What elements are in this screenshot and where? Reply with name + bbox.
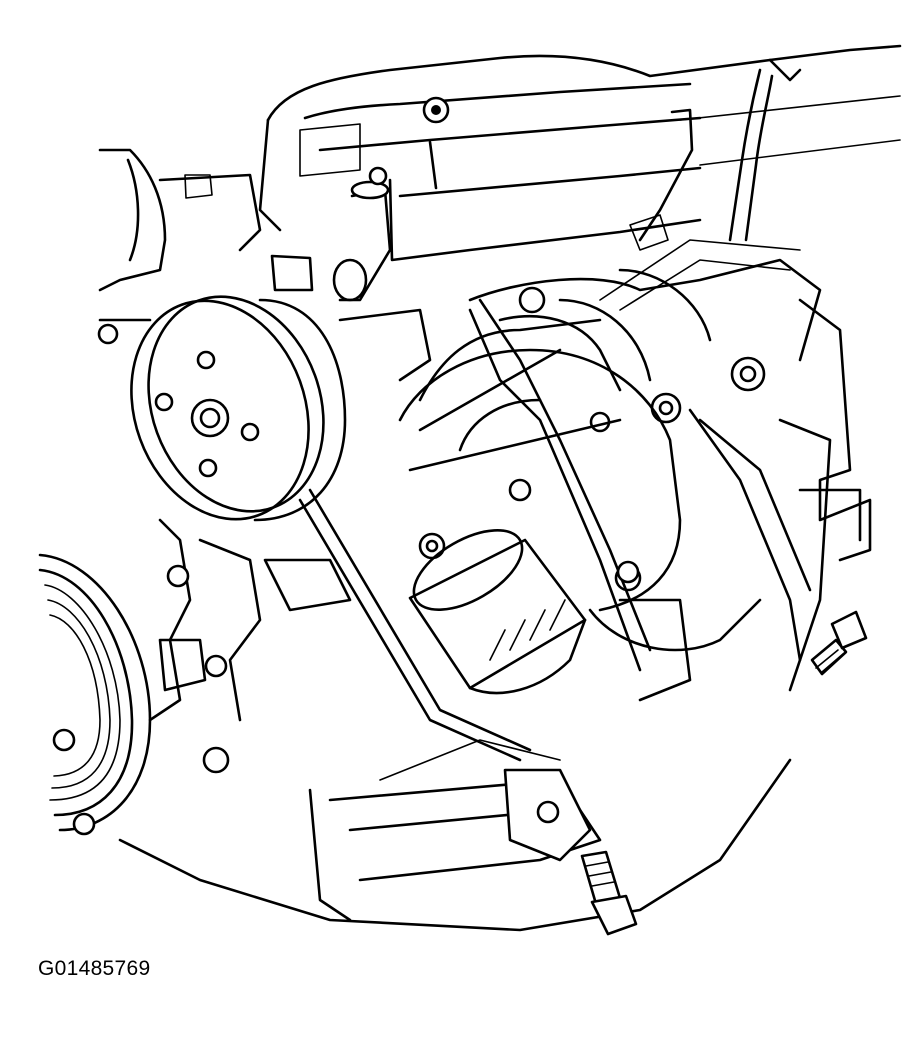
valve-cover [258,44,902,262]
thermostat-housing [332,166,432,382]
lower-bolt [580,850,638,936]
figure-id-label: G01485769 [38,957,151,980]
intake-manifold [418,239,822,433]
engine-block-right [778,298,872,692]
crankshaft-pulley [38,553,152,832]
lower-bracket [503,768,592,862]
drive-belt [298,488,532,762]
oil-filter [408,529,587,695]
front-cover [72,518,352,836]
timing-cover-bracket [97,148,262,345]
oil-pan [118,739,792,932]
water-pump-pulley [130,254,347,522]
upper-right-bolt [810,610,868,676]
alternator-bracket [468,298,812,702]
sensor-wires [629,58,802,251]
